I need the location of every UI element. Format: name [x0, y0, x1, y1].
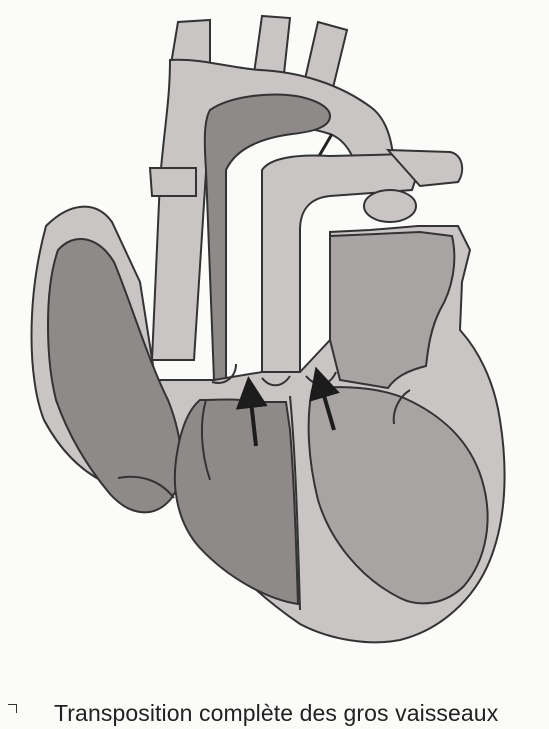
- figure-caption: Transposition complète des gros vaisseau…: [0, 690, 549, 729]
- heart-diagram: [0, 0, 549, 690]
- caption-corner-mark: [8, 704, 17, 713]
- pulmonary-right-branch: [150, 168, 196, 196]
- caption-text: Transposition complète des gros vaisseau…: [54, 700, 498, 727]
- right-ventricle: [175, 400, 298, 605]
- pulmonary-branch-cut: [364, 190, 416, 222]
